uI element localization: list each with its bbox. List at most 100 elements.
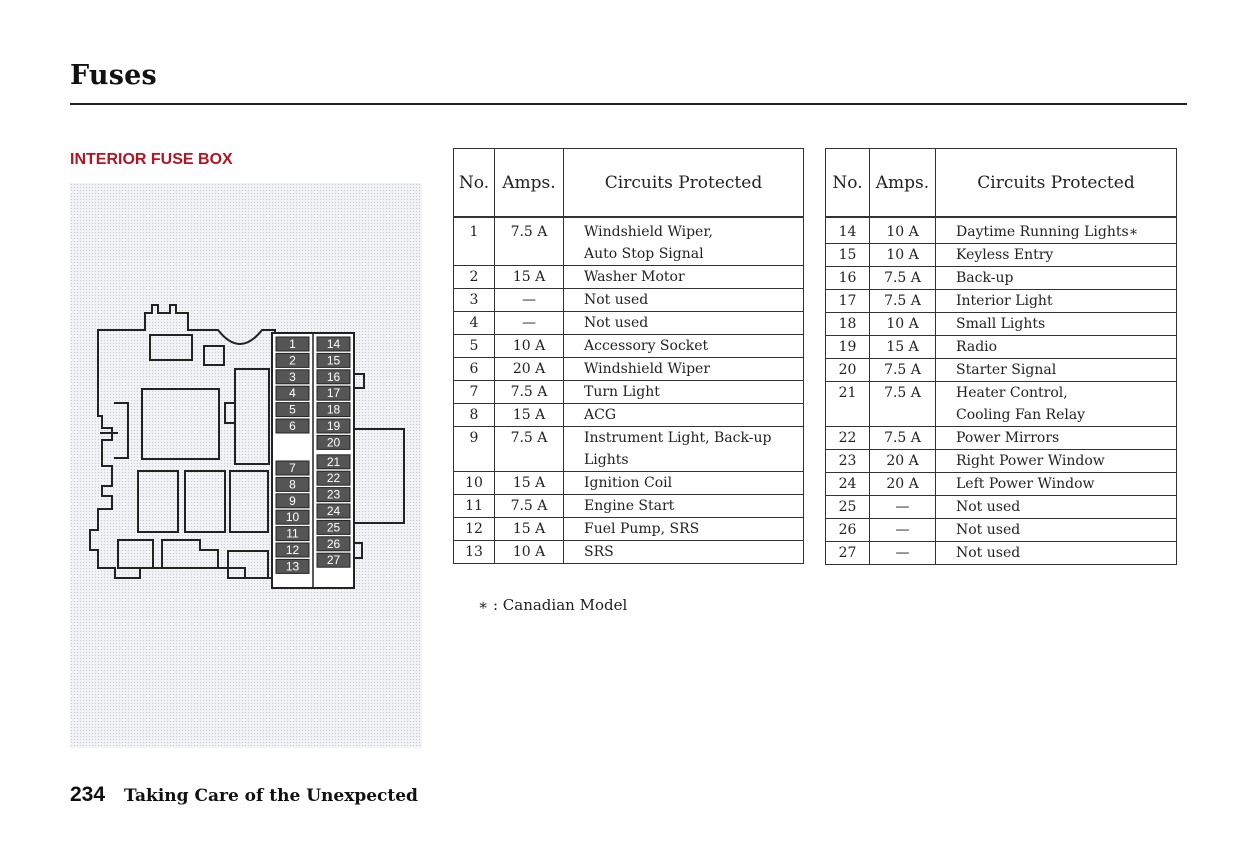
fuse-slot-label: 25	[327, 520, 341, 534]
fuse-number: 19	[825, 335, 870, 359]
fuse-slot	[316, 536, 351, 552]
header-no: No.	[453, 148, 495, 218]
fuse-slot	[316, 552, 351, 568]
fuse-amps: 10 A	[869, 312, 936, 336]
circuit-protected: Power Mirrors	[935, 426, 1177, 450]
fuse-number: 25	[825, 495, 870, 519]
fuse-number	[825, 404, 870, 427]
fuse-slot-label: 17	[327, 386, 341, 400]
fuse-slot	[275, 369, 310, 385]
fuse-slot-label: 5	[289, 403, 296, 417]
circuit-protected: Right Power Window	[935, 449, 1177, 473]
circuit-protected: Back-up	[935, 266, 1177, 290]
fuse-amps: 7.5 A	[869, 426, 936, 450]
fuse-slot	[316, 487, 351, 503]
fuse-slot	[275, 352, 310, 368]
circuit-protected: Left Power Window	[935, 472, 1177, 496]
circuit-protected: Not used	[563, 311, 804, 335]
fuse-number: 2	[453, 265, 495, 289]
fuse-amps: 15 A	[869, 335, 936, 359]
circuit-protected: Auto Stop Signal	[563, 243, 804, 266]
fuse-amps: 7.5 A	[494, 217, 564, 243]
fuse-slot-label: 26	[327, 537, 341, 551]
page-title: Fuses	[70, 60, 157, 91]
circuit-protected: Washer Motor	[563, 265, 804, 289]
fuse-slot	[316, 336, 351, 352]
circuit-protected: Cooling Fan Relay	[935, 404, 1177, 427]
circuit-protected: Fuel Pump, SRS	[563, 517, 804, 541]
circuit-protected: Starter Signal	[935, 358, 1177, 382]
fuse-slot-label: 23	[327, 488, 341, 502]
fuse-slot	[275, 558, 310, 574]
circuit-protected: SRS	[563, 540, 804, 564]
header-no: No.	[825, 148, 870, 218]
fuse-slot	[275, 493, 310, 509]
fuse-amps: —	[869, 495, 936, 519]
fuse-number: 20	[825, 358, 870, 382]
fuse-slot-label: 1	[289, 337, 296, 351]
fuse-slot	[275, 526, 310, 542]
fuse-slot-label: 15	[327, 353, 341, 367]
fuse-slot	[316, 454, 351, 470]
table-row: 4—Not used	[453, 311, 804, 335]
fuse-slot-label: 27	[327, 553, 341, 567]
fuse-number: 22	[825, 426, 870, 450]
fuse-slot-label: 9	[289, 494, 296, 508]
table-row: Auto Stop Signal	[453, 243, 804, 266]
fuse-number: 1	[453, 217, 495, 243]
fuse-amps: 15 A	[494, 403, 564, 427]
circuit-protected: Not used	[563, 288, 804, 312]
circuit-protected: Engine Start	[563, 494, 804, 518]
fuse-number: 24	[825, 472, 870, 496]
fuse-amps: 7.5 A	[869, 358, 936, 382]
table-row: 25—Not used	[825, 495, 1177, 519]
circuit-protected: ACG	[563, 403, 804, 427]
fuse-slot	[316, 519, 351, 535]
fuse-number: 16	[825, 266, 870, 290]
circuit-protected: Interior Light	[935, 289, 1177, 313]
fuse-slot	[316, 402, 351, 418]
fuse-slot-label: 24	[327, 504, 341, 518]
fuse-number: 5	[453, 334, 495, 358]
fuse-amps: 15 A	[494, 471, 564, 495]
table-row: 26—Not used	[825, 518, 1177, 542]
fuse-slot-label: 21	[327, 455, 341, 469]
fuse-slot	[275, 418, 310, 434]
fuse-amps: 7.5 A	[494, 494, 564, 518]
fuse-number: 11	[453, 494, 495, 518]
fuse-number: 23	[825, 449, 870, 473]
fuse-amps: 7.5 A	[869, 266, 936, 290]
header-amps: Amps.	[869, 148, 936, 218]
fuse-number	[453, 243, 495, 266]
circuit-protected: Keyless Entry	[935, 243, 1177, 267]
fuse-number: 8	[453, 403, 495, 427]
header-circuits: Circuits Protected	[563, 148, 804, 218]
table-row: Cooling Fan Relay	[825, 404, 1177, 427]
page-section-title: Taking Care of the Unexpected	[124, 786, 418, 806]
fuse-slot-label: 3	[289, 370, 296, 384]
fuse-amps	[494, 449, 564, 472]
fuse-slot	[275, 542, 310, 558]
fuse-number: 12	[453, 517, 495, 541]
fuse-slot	[316, 470, 351, 486]
circuit-protected: Not used	[935, 541, 1177, 565]
fuse-slot	[275, 476, 310, 492]
fuse-amps: 7.5 A	[494, 426, 564, 449]
fuse-number: 4	[453, 311, 495, 335]
fuse-amps: —	[494, 311, 564, 335]
fuse-number: 6	[453, 357, 495, 381]
circuit-protected: Windshield Wiper,	[563, 217, 804, 243]
